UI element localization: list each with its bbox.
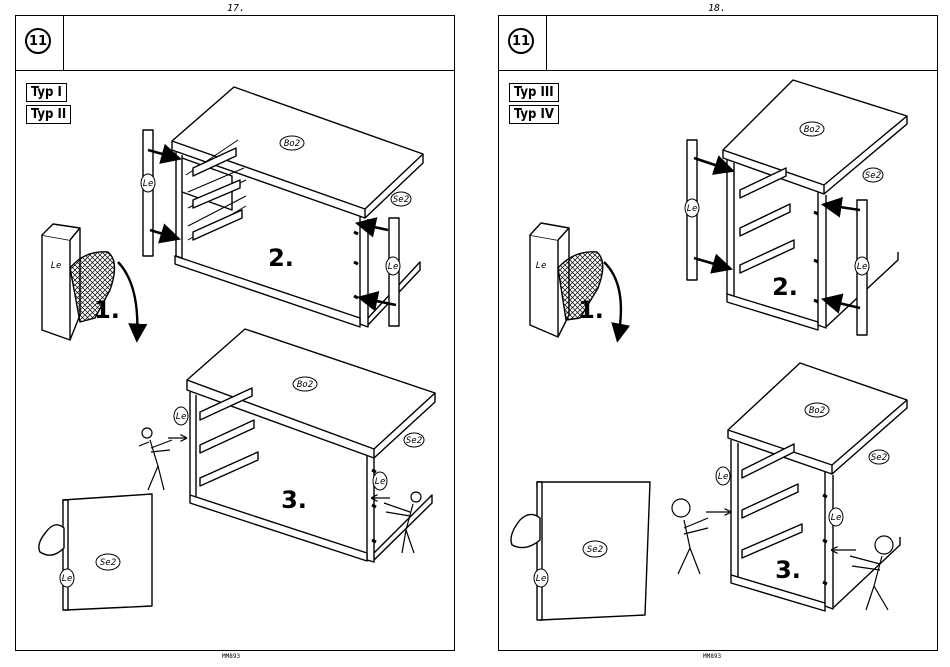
- step-label: 3.: [281, 486, 307, 514]
- part-label-side: Se2: [587, 545, 603, 555]
- part-label-side: Se2: [871, 453, 887, 463]
- person-figure: [832, 536, 893, 610]
- part-label-door: Le: [831, 513, 842, 523]
- part-label-door: Le: [388, 262, 399, 272]
- side-panel-left: [143, 130, 153, 256]
- part-label-door: Le: [536, 261, 547, 271]
- cabinet-step2-right: [723, 80, 907, 330]
- step-label: 2.: [268, 244, 294, 272]
- part-label-door: Le: [51, 261, 62, 271]
- step-label: 2.: [772, 273, 798, 301]
- part-label-door: Le: [62, 574, 73, 584]
- step-label: 1.: [94, 296, 120, 324]
- part-label-top: Bo2: [297, 380, 313, 390]
- part-label-side: Se2: [406, 436, 422, 446]
- step-label: 1.: [578, 296, 604, 324]
- part-label-door: Le: [718, 472, 729, 482]
- part-label-door: Le: [176, 412, 187, 422]
- cabinet-step2-left: [172, 87, 423, 327]
- person-figure: [372, 492, 421, 553]
- loose-side-panel: [63, 494, 152, 610]
- door-edge-right: [530, 223, 621, 338]
- part-label-door: Le: [536, 574, 547, 584]
- part-label-top: Bo2: [809, 406, 825, 416]
- part-label-top: Bo2: [284, 139, 300, 149]
- hand-icon: [511, 514, 540, 547]
- person-figure: [672, 499, 730, 574]
- hand-icon: [39, 525, 64, 555]
- part-label-top: Bo2: [804, 125, 820, 135]
- part-label-door: Le: [687, 204, 698, 214]
- part-label-side: Se2: [393, 195, 409, 205]
- part-label-side: Se2: [100, 558, 116, 568]
- part-label-door: Le: [375, 477, 386, 487]
- cabinet-step3-right: [728, 363, 907, 611]
- part-label-door: Le: [143, 179, 154, 189]
- person-figure: [139, 428, 186, 490]
- part-label-door: Le: [857, 262, 868, 272]
- part-label-side: Se2: [865, 171, 881, 181]
- door-edge-left: [42, 224, 137, 340]
- cabinet-step3-left: [187, 329, 435, 562]
- step-label: 3.: [775, 556, 801, 584]
